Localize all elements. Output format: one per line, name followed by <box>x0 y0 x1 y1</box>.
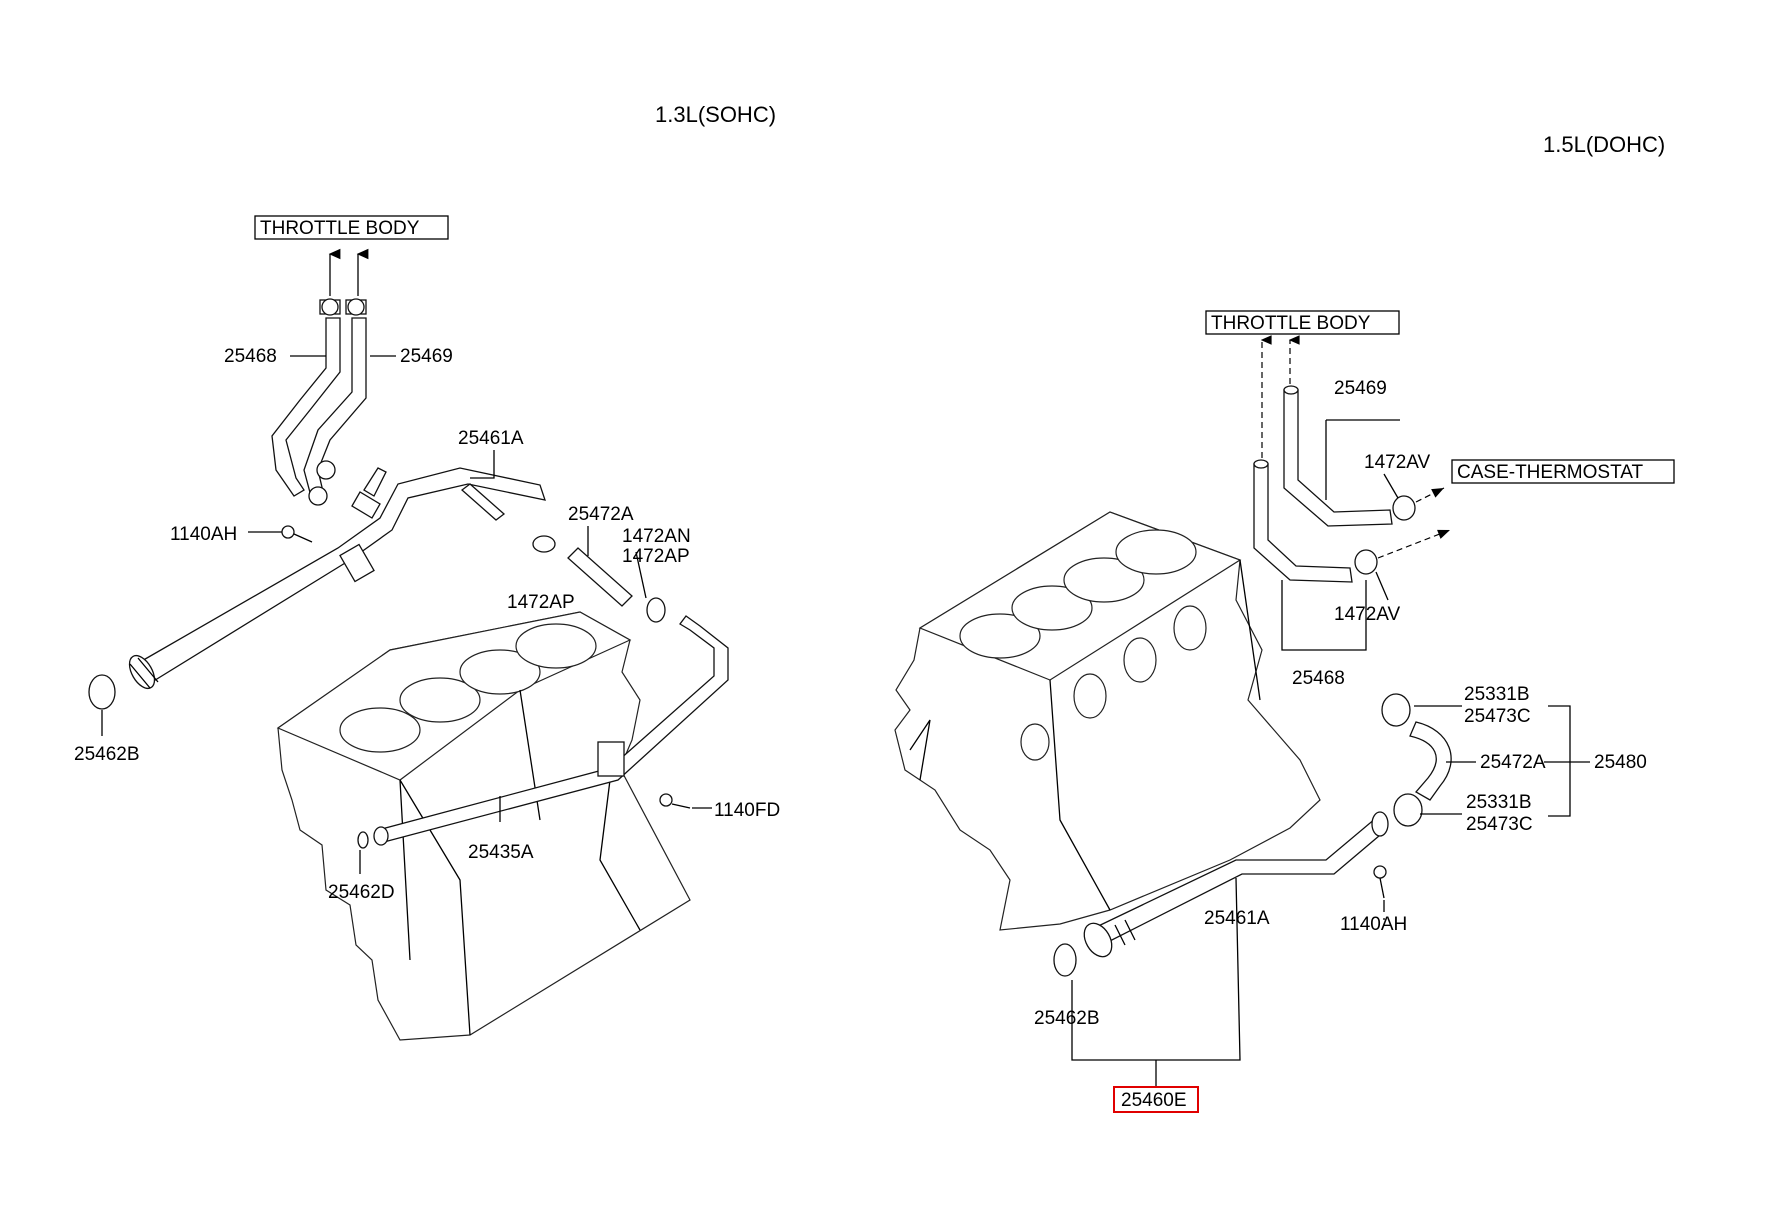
box-throttle-right <box>1205 310 1400 335</box>
label-throttle-body-right: THROTTLE BODY <box>1211 313 1371 334</box>
label-25461A-left: 25461A <box>458 428 524 449</box>
bolt-1140AH-left <box>248 525 313 543</box>
pipe-25461A-left <box>128 467 546 690</box>
pipe-25435A <box>373 615 729 846</box>
label-25472A-left: 25472A <box>568 504 634 525</box>
label-1140AH-right: 1140AH <box>1340 914 1407 935</box>
o-ring-25462B-right <box>1053 943 1077 977</box>
label-25472A-right: 25472A <box>1480 752 1546 773</box>
label-throttle-body-left: THROTTLE BODY <box>260 218 420 239</box>
label-1472AV-upper: 1472AV <box>1364 452 1431 473</box>
label-25469-right: 25469 <box>1334 378 1387 399</box>
label-1140AH-left: 1140AH <box>170 524 237 545</box>
clamp-25331B-lower <box>1393 793 1423 827</box>
box-throttle-left <box>254 215 449 240</box>
title-dohc: 1.5L(DOHC) <box>1543 132 1665 157</box>
engine-block-right <box>894 511 1321 931</box>
o-ring-25462B-left <box>88 674 116 710</box>
clamp-1472AV-upper <box>1392 495 1416 521</box>
bolt-1140FD <box>659 793 712 809</box>
label-25331B-lower: 25331B <box>1466 792 1532 813</box>
label-1472AP-left: 1472AP <box>507 592 575 613</box>
title-sohc: 1.3L(SOHC) <box>655 102 776 127</box>
label-25460E[interactable]: 25460E <box>1121 1090 1187 1111</box>
label-25468-right: 25468 <box>1292 668 1345 689</box>
o-ring-25462D <box>357 831 369 849</box>
label-25473C-lower: 25473C <box>1466 814 1533 835</box>
label-25462D: 25462D <box>328 882 395 903</box>
hoses-throttle-left <box>271 298 367 506</box>
engine-block-left <box>276 611 691 1041</box>
hoses-throttle-right <box>1253 385 1393 583</box>
label-1472AP-right: 1472AP <box>622 546 690 567</box>
clamp-25331B-upper <box>1381 693 1411 727</box>
label-25435A: 25435A <box>468 842 534 863</box>
hose-25472A-left <box>567 547 633 607</box>
label-1472AN: 1472AN <box>622 526 691 547</box>
pipe-25461A-right <box>1083 811 1389 958</box>
box-case-thermostat <box>1451 459 1675 484</box>
label-25473C-upper: 25473C <box>1464 706 1531 727</box>
label-25462B-right: 25462B <box>1034 1008 1100 1029</box>
bolt-1140AH-right <box>1373 865 1387 912</box>
clamp-1472AP-upper <box>532 535 556 553</box>
label-25480: 25480 <box>1594 752 1647 773</box>
hose-25472A-right <box>1381 693 1452 827</box>
label-1140FD: 1140FD <box>714 800 780 821</box>
label-1472AV-lower: 1472AV <box>1334 604 1401 625</box>
label-25462B-left: 25462B <box>74 744 140 765</box>
label-case-thermostat: CASE-THERMOSTAT <box>1457 462 1644 483</box>
label-25331B-upper: 25331B <box>1464 684 1530 705</box>
clamp-1472AV-lower <box>1354 549 1378 575</box>
label-25469-left: 25469 <box>400 346 453 367</box>
clamp-1472AP-lower <box>646 597 666 623</box>
label-25468-left: 25468 <box>224 346 277 367</box>
highlight-box-25460E[interactable] <box>1113 1086 1199 1113</box>
label-25461A-right: 25461A <box>1204 908 1270 929</box>
